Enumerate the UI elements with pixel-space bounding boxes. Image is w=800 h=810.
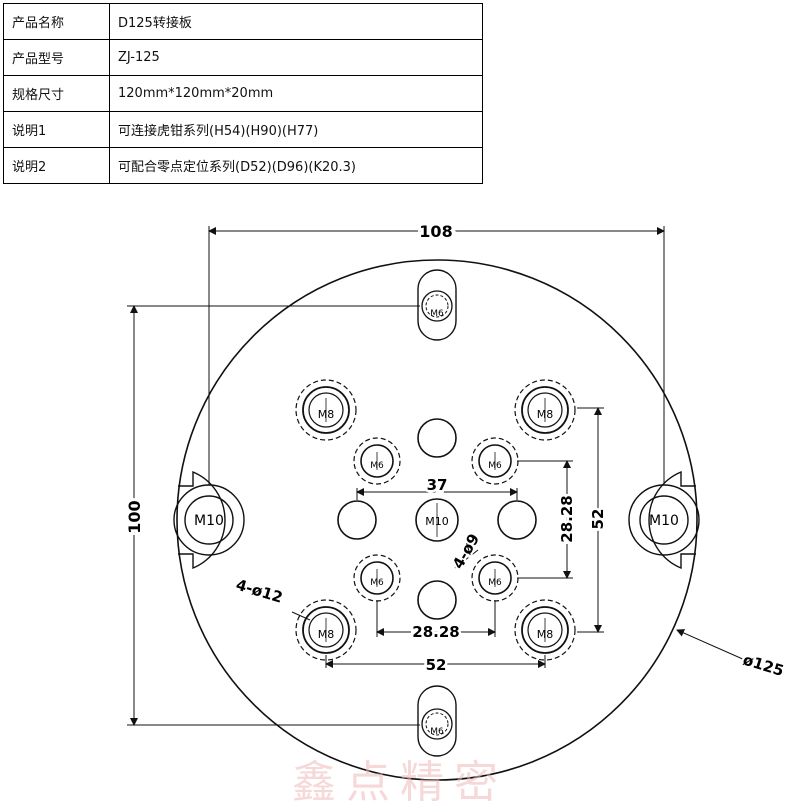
spec-value: 120mm*120mm*20mm <box>109 75 483 112</box>
dim-100-label: 100 <box>125 500 144 533</box>
m10-hole-right: M10 <box>628 470 700 570</box>
dim-4x9-label: 4-ø9 <box>449 531 483 572</box>
m6-label: M6 <box>430 727 444 737</box>
dim-37-label: 37 <box>427 476 448 494</box>
m6-slot-bottom: M6 <box>417 685 457 757</box>
dim-28-horizontal-label: 28.28 <box>412 623 459 641</box>
spec-label: 产品名称 <box>3 3 110 40</box>
spec-row-note1: 说明1 可连接虎钳系列(H54)(H90)(H77) <box>3 111 483 148</box>
spec-value: ZJ-125 <box>109 39 483 76</box>
m6-label: M6 <box>488 578 502 588</box>
m10-hole-left: M10 <box>173 470 245 570</box>
plain-hole-right <box>497 500 537 540</box>
m8-hole-bottom-left: M8 <box>295 599 357 661</box>
spec-row-name: 产品名称 D125转接板 <box>3 3 483 40</box>
m6-label: M6 <box>370 461 384 471</box>
dim-28-horizontal <box>376 600 496 637</box>
m6-slot-top: M6 <box>417 269 457 341</box>
leader-d125 <box>676 629 755 665</box>
plain-hole-top <box>417 418 457 458</box>
m10-label: M10 <box>649 513 679 529</box>
dim-52-horizontal-label: 52 <box>426 656 447 674</box>
leader-4x12 <box>291 611 311 621</box>
dim-37 <box>356 488 518 500</box>
dim-28-vertical-label: 28.28 <box>558 495 576 542</box>
m6-hole-inner-bottom-left: M6 <box>353 554 401 602</box>
spec-table: 产品名称 D125转接板 产品型号 ZJ-125 规格尺寸 120mm*120m… <box>3 3 483 184</box>
m6-label: M6 <box>488 461 502 471</box>
plain-hole-bottom <box>417 580 457 620</box>
m6-label: M6 <box>370 578 384 588</box>
plain-hole-left <box>337 500 377 540</box>
m8-label: M8 <box>318 408 335 421</box>
dim-52-vertical <box>577 407 604 633</box>
m6-hole-inner-top-left: M6 <box>353 437 401 485</box>
m8-label: M8 <box>537 408 554 421</box>
m8-hole-bottom-right: M8 <box>514 599 576 661</box>
spec-value: 可连接虎钳系列(H54)(H90)(H77) <box>109 111 483 148</box>
spec-value: 可配合零点定位系列(D52)(D96)(K20.3) <box>109 147 483 184</box>
spec-label: 说明2 <box>3 147 110 184</box>
m8-label: M8 <box>318 628 335 641</box>
m6-label: M6 <box>430 309 444 319</box>
leader-4x9 <box>454 549 479 569</box>
spec-label: 说明1 <box>3 111 110 148</box>
dim-52-horizontal <box>325 655 546 668</box>
spec-row-note2: 说明2 可配合零点定位系列(D52)(D96)(K20.3) <box>3 147 483 184</box>
dim-108-label: 108 <box>419 222 452 241</box>
dim-100 <box>127 305 420 726</box>
m6-hole-inner-bottom-right: M6 <box>471 554 519 602</box>
m8-label: M8 <box>537 628 554 641</box>
m6-hole-inner-top-right: M6 <box>471 437 519 485</box>
watermark: 鑫点精密 <box>292 757 508 808</box>
spec-value: D125转接板 <box>109 3 483 40</box>
spec-row-size: 规格尺寸 120mm*120mm*20mm <box>3 75 483 112</box>
dim-52-vertical-label: 52 <box>589 509 607 530</box>
plate-outline <box>176 259 698 781</box>
dim-4x12-label: 4-ø12 <box>234 576 285 607</box>
dim-d125-label: ø125 <box>741 651 786 680</box>
m10-label: M10 <box>425 515 449 528</box>
m8-hole-top-left: M8 <box>295 379 357 441</box>
m8-hole-top-right: M8 <box>514 379 576 441</box>
dim-108 <box>208 226 665 485</box>
m10-label: M10 <box>194 513 224 529</box>
spec-row-model: 产品型号 ZJ-125 <box>3 39 483 76</box>
m10-hole-center: M10 <box>415 498 459 542</box>
dim-28-vertical <box>517 460 573 579</box>
